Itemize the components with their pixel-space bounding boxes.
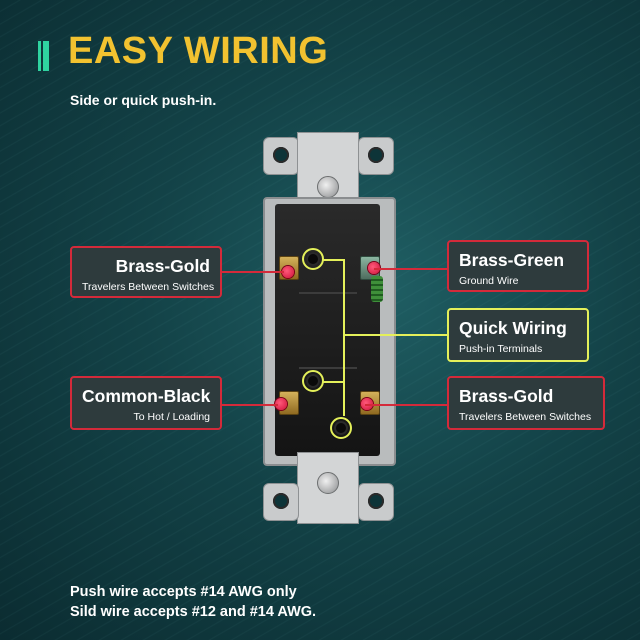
page-title: EASY WIRING — [68, 30, 329, 72]
footer-notes: Push wire accepts #14 AWG only Sild wire… — [70, 582, 316, 622]
yellow-ring-icon — [302, 370, 324, 392]
light-switch-illustration — [255, 132, 400, 524]
vertical-bars-icon — [38, 41, 52, 71]
callout-subtitle: Push-in Terminals — [459, 343, 543, 355]
callout-brass-gold-left: Brass-Gold Travelers Between Switches — [70, 246, 222, 298]
footer-line: Sild wire accepts #12 and #14 AWG. — [70, 604, 317, 620]
callout-subtitle: To Hot / Loading — [133, 411, 210, 423]
connector-line — [322, 381, 344, 383]
callout-title: Common-Black — [82, 386, 211, 406]
callout-title: Brass-Gold — [459, 386, 554, 406]
connector-line — [322, 259, 344, 261]
footer-line: Push wire accepts #14 AWG only — [70, 584, 297, 600]
green-ground-screw-icon — [371, 276, 383, 302]
mounting-ear-top-left — [263, 137, 299, 175]
connector-line — [374, 268, 447, 270]
mounting-ear-bottom-right — [358, 483, 394, 521]
mounting-ear-bottom-left — [263, 483, 299, 521]
yellow-ring-icon — [330, 417, 352, 439]
callout-subtitle: Travelers Between Switches — [82, 281, 215, 293]
connector-line — [365, 404, 447, 406]
mounting-screw-bottom-icon — [317, 472, 339, 494]
callout-brass-gold-right: Brass-Gold Travelers Between Switches — [447, 376, 605, 430]
body-seam — [299, 367, 357, 369]
callout-subtitle: Ground Wire — [459, 275, 519, 287]
callout-title: Brass-Gold — [115, 256, 210, 276]
mounting-ear-top-right — [358, 137, 394, 175]
body-seam — [299, 292, 357, 294]
page-subtitle: Side or quick push-in. — [70, 92, 217, 108]
connector-line — [222, 271, 284, 273]
red-dot-icon — [275, 398, 287, 410]
connector-line — [222, 404, 278, 406]
mounting-screw-top-icon — [317, 176, 339, 198]
connector-line — [343, 334, 447, 336]
callout-title: Quick Wiring — [459, 318, 567, 338]
yellow-ring-icon — [302, 248, 324, 270]
callout-common-black: Common-Black To Hot / Loading — [70, 376, 222, 430]
callout-title: Brass-Green — [459, 250, 565, 270]
connector-line — [343, 259, 345, 416]
switch-body — [275, 204, 380, 456]
red-dot-icon — [282, 266, 294, 278]
callout-subtitle: Travelers Between Switches — [459, 411, 592, 423]
callout-brass-green: Brass-Green Ground Wire — [447, 240, 589, 292]
callout-quick-wiring: Quick Wiring Push-in Terminals — [447, 308, 589, 362]
